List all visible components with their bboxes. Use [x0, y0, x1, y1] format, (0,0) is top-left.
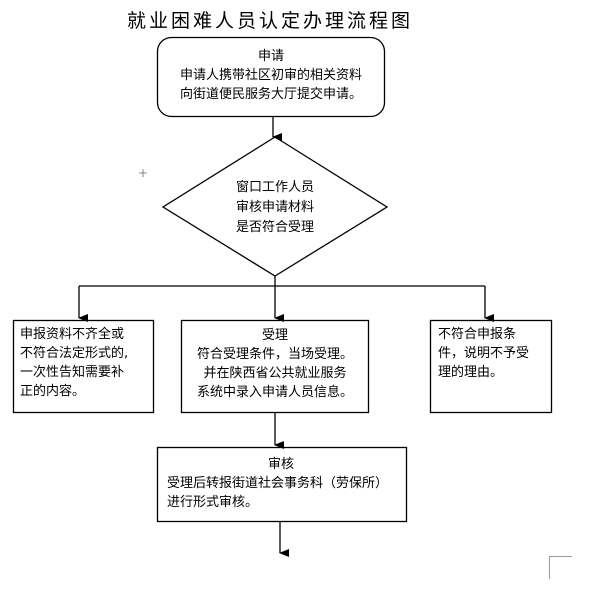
check-line-1: 窗口工作人员	[235, 180, 314, 195]
apply-box-shape	[156, 36, 386, 118]
incomplete-line-3: 一次性告知需要补	[20, 365, 125, 380]
apply-heading: 申请	[257, 49, 284, 64]
page-title: 就业困难人员认定办理流程图	[126, 10, 413, 32]
check-line-3: 是否符合受理	[235, 220, 314, 235]
apply-line-1: 申请人携带社区初审的相关资料	[179, 68, 362, 83]
apply-line-2: 向街道便民服务大厅提交申请。	[179, 87, 362, 102]
check-line-2: 审核申请材料	[235, 200, 314, 215]
incomplete-line-2: 不符合法定形式的,	[20, 346, 129, 361]
reject-line-2: 件，说明不予受	[438, 346, 530, 361]
incomplete-line-1: 申报资料不齐全或	[20, 327, 125, 342]
accept-box-shape	[180, 319, 370, 414]
review-heading: 审核	[267, 457, 294, 472]
incomplete-line-4: 正的内容。	[20, 384, 86, 399]
apply-box: 申请 申请人携带社区初审的相关资料 向街道便民服务大厅提交申请。	[157, 37, 385, 117]
review-box-shape	[156, 446, 408, 523]
accept-line-3: 系统中录入申请人员信息。	[196, 385, 353, 400]
reject-box-shape	[429, 319, 553, 414]
incomplete-box: 申报资料不齐全或 不符合法定形式的, 一次性告知需要补 正的内容。	[13, 320, 154, 413]
review-line-2: 进行形式审核。	[167, 495, 259, 510]
accept-heading: 受理	[261, 328, 288, 343]
reject-box: 不符合申报条 件，说明不予受 理的理由。	[430, 320, 552, 413]
reject-line-1: 不符合申报条	[438, 327, 517, 342]
review-line-1: 受理后转报街道社会事务科（劳保所）	[167, 476, 389, 491]
check-diamond-text: 窗口工作人员 审核申请材料 是否符合受理	[205, 178, 345, 238]
reject-line-3: 理的理由。	[438, 365, 504, 380]
accept-line-1: 符合受理条件，当场受理。	[196, 347, 353, 362]
page-corner-mark-icon	[549, 556, 572, 579]
accept-line-2: 并在陕西省公共就业服务	[203, 366, 347, 381]
incomplete-box-shape	[12, 319, 155, 414]
anchor-plus-icon: +	[138, 166, 149, 180]
accept-box: 受理 符合受理条件，当场受理。 并在陕西省公共就业服务 系统中录入申请人员信息。	[181, 320, 369, 413]
review-box: 审核 受理后转报街道社会事务科（劳保所） 进行形式审核。	[157, 447, 407, 522]
